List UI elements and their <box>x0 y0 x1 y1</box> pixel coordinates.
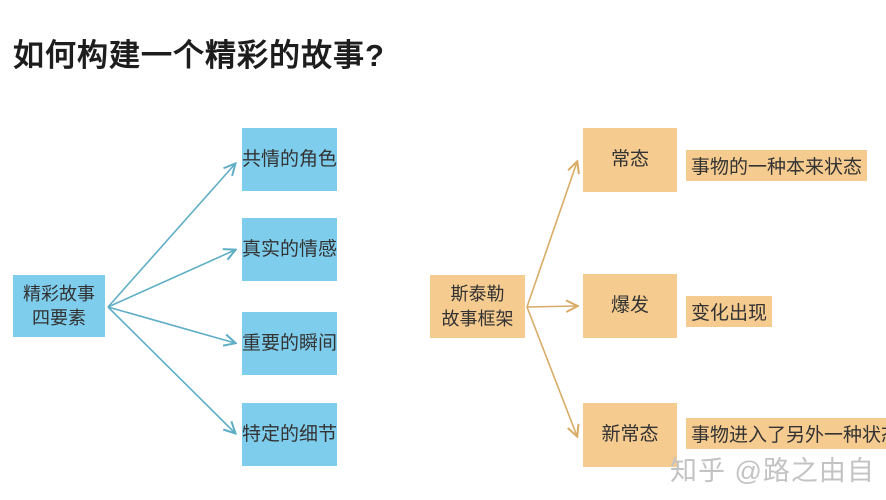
node-label: 共情的角色 <box>242 148 338 170</box>
node-normal-state: 常态 <box>583 128 677 192</box>
node-outburst: 爆发 <box>583 274 677 338</box>
node-label: 真实的情感 <box>242 238 338 260</box>
node-important-moment: 重要的瞬间 <box>242 312 337 375</box>
node-label: 爆发 <box>610 295 649 317</box>
node-real-emotion: 真实的情感 <box>242 218 337 281</box>
connector-line <box>526 306 577 436</box>
node-label: 新常态 <box>601 424 659 446</box>
page-title: 如何构建一个精彩的故事? <box>13 38 385 73</box>
node-label: 常态 <box>610 149 649 171</box>
connector-line <box>107 250 235 308</box>
zhihu-watermark: 知乎 @路之由自 <box>670 456 875 486</box>
node-story-four-elements: 精彩故事 四要素 <box>13 275 105 337</box>
node-empathetic-character: 共情的角色 <box>242 128 337 191</box>
node-label: 精彩故事 四要素 <box>23 283 95 328</box>
left-connectors <box>107 164 235 433</box>
connector-line <box>526 306 577 307</box>
note-outburst: 变化出现 <box>686 296 773 327</box>
connector-line <box>526 162 577 308</box>
node-specific-detail: 特定的细节 <box>242 403 337 466</box>
connector-line <box>107 164 235 308</box>
node-new-normal: 新常态 <box>583 403 677 467</box>
connector-line <box>107 306 235 343</box>
right-connectors <box>526 162 577 436</box>
node-storyteller-framework: 斯泰勒 故事框架 <box>430 275 525 338</box>
connector-line <box>107 306 235 433</box>
note-normal-state: 事物的一种本来状态 <box>686 150 868 181</box>
node-label: 特定的细节 <box>242 423 338 445</box>
note-new-normal: 事物进入了另外一种状态 <box>686 418 886 449</box>
node-label: 重要的瞬间 <box>242 332 338 354</box>
node-label: 斯泰勒 故事框架 <box>441 284 514 329</box>
